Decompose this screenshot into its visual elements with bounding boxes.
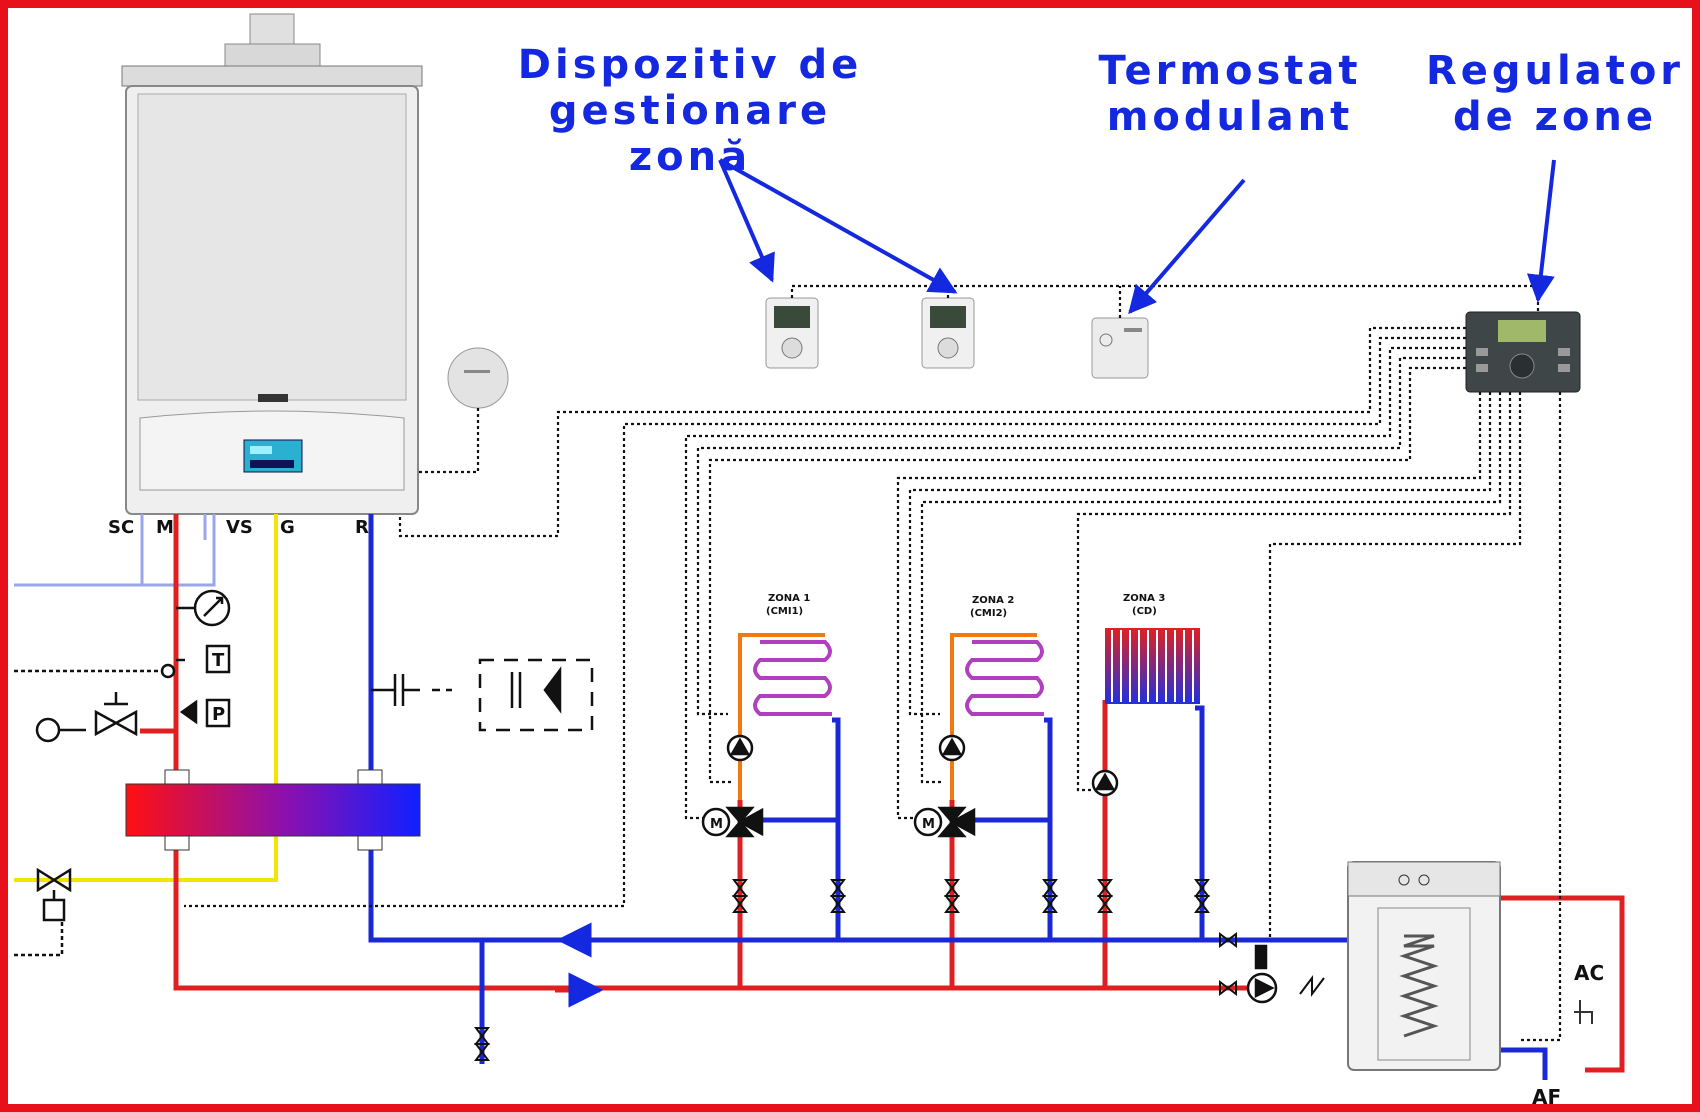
port-label: VS bbox=[226, 517, 253, 538]
callout-thermostat: Termostat modulant bbox=[1080, 48, 1380, 140]
zone2-coil bbox=[950, 633, 1044, 800]
shutoff-valves bbox=[474, 879, 1325, 1061]
drain-valve bbox=[14, 867, 72, 957]
hydraulic-separator bbox=[125, 769, 421, 851]
callout-line: Regulator bbox=[1425, 48, 1685, 94]
callout-line: Termostat bbox=[1098, 48, 1362, 94]
tank-label-hot: AC bbox=[1574, 961, 1604, 985]
zone-title: ZONA 1 bbox=[768, 593, 810, 604]
callout-line: zonă bbox=[628, 134, 752, 180]
port-label: G bbox=[280, 517, 295, 538]
zone-title: ZONA 3 bbox=[1123, 593, 1165, 604]
dhw-tank bbox=[1347, 861, 1501, 1071]
safety-devices bbox=[14, 589, 231, 743]
boiler bbox=[121, 13, 423, 515]
tank-label-cold: AF bbox=[1532, 1085, 1561, 1109]
gas-pipe bbox=[14, 514, 278, 882]
zone-device-1 bbox=[765, 297, 819, 369]
valve-motor-label: M bbox=[710, 817, 723, 832]
zone-subtitle: (CMI1) bbox=[766, 606, 803, 617]
safety-label: P bbox=[212, 704, 225, 725]
cold-pipes bbox=[368, 514, 1548, 1080]
zone3-radiator bbox=[1105, 628, 1200, 704]
callout-line: gestionare bbox=[548, 88, 832, 134]
callout-line: modulant bbox=[1106, 94, 1354, 140]
zone-subtitle: (CMI2) bbox=[970, 608, 1007, 619]
callout-arrows bbox=[718, 158, 1556, 315]
port-label: M bbox=[156, 517, 174, 538]
mixing-valves bbox=[701, 806, 976, 838]
callout-line: Dispozitiv de bbox=[517, 42, 863, 88]
valve-motor-label: M bbox=[922, 817, 935, 832]
zone-regulator-unit bbox=[1465, 311, 1581, 393]
zone-pumps bbox=[726, 734, 1278, 1004]
callout-zone-device: Dispozitiv de gestionare zonă bbox=[500, 42, 880, 180]
condensate-lines bbox=[14, 514, 216, 587]
modulating-thermostat bbox=[1091, 317, 1149, 379]
zone-device-2 bbox=[921, 297, 975, 369]
callout-line: de zone bbox=[1452, 94, 1658, 140]
safety-label: T bbox=[212, 650, 225, 671]
zone-title: ZONA 2 bbox=[972, 595, 1014, 606]
zone-subtitle: (CD) bbox=[1132, 606, 1157, 617]
faucet-icon bbox=[1574, 1000, 1593, 1024]
outdoor-sensor bbox=[447, 347, 509, 409]
port-label: SC bbox=[108, 517, 134, 538]
expansion-vessel bbox=[371, 658, 594, 732]
zone1-coil bbox=[738, 633, 832, 800]
port-label: R bbox=[355, 517, 369, 538]
callout-zone-regulator: Regulator de zone bbox=[1420, 48, 1690, 140]
